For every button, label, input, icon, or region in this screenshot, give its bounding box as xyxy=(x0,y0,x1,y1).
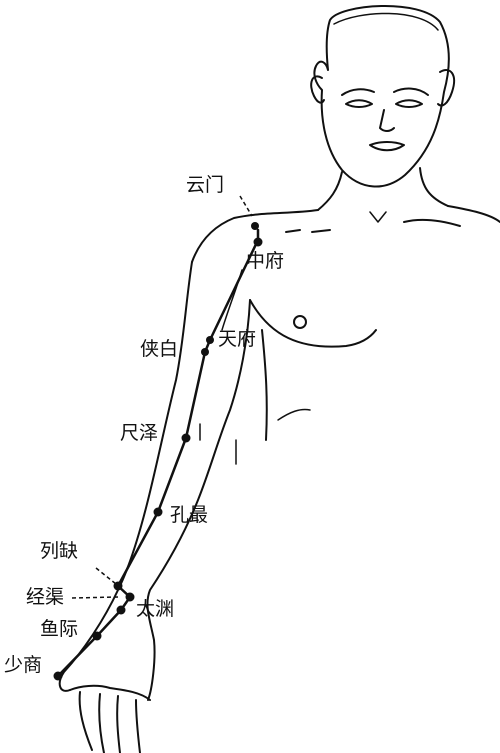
point-tianfu xyxy=(206,336,214,344)
neck-left xyxy=(317,171,343,211)
point-yuji xyxy=(92,631,102,641)
label-tianfu: 天府 xyxy=(218,328,257,350)
label-shaoshang: 少商 xyxy=(4,654,43,676)
head-outline xyxy=(313,5,450,188)
shoulder-right xyxy=(447,205,500,223)
leader-jingqu xyxy=(71,596,119,599)
arm-outer xyxy=(58,261,193,692)
torso-side xyxy=(261,329,268,441)
label-zhongfu: 中府 xyxy=(246,250,285,272)
eye-right xyxy=(395,99,423,108)
nipple-left xyxy=(293,315,307,329)
point-shaoshang xyxy=(53,671,63,681)
ear-left xyxy=(310,75,325,104)
label-taiyuan: 太渊 xyxy=(136,598,175,620)
clavicle-left xyxy=(285,229,331,233)
point-zhongfu xyxy=(253,237,263,247)
nose xyxy=(379,109,395,132)
arm-inner xyxy=(146,299,251,701)
clavicle-right xyxy=(403,218,461,227)
point-taiyuan xyxy=(116,605,126,615)
label-yuji: 鱼际 xyxy=(40,618,79,640)
point-jingqu xyxy=(125,592,135,602)
mouth xyxy=(369,141,405,152)
brow-left xyxy=(341,88,375,96)
neck-right xyxy=(419,167,449,207)
label-lieque: 列缺 xyxy=(40,540,79,562)
shoulder-left xyxy=(191,209,319,263)
ear-right xyxy=(437,69,456,107)
hand xyxy=(69,684,151,753)
label-xiabai: 侠白 xyxy=(140,338,179,360)
label-kongzui: 孔最 xyxy=(170,504,209,526)
point-lieque xyxy=(113,581,123,591)
brow-right xyxy=(393,87,429,96)
leader-yunmen xyxy=(239,195,253,217)
leader-lieque xyxy=(95,567,117,585)
label-jingqu: 经渠 xyxy=(26,586,65,608)
point-yunmen xyxy=(251,222,259,230)
label-chize: 尺泽 xyxy=(120,422,159,444)
eye-left xyxy=(345,99,373,108)
point-chize xyxy=(181,433,191,443)
point-xiabai xyxy=(201,348,209,356)
pectoral-left xyxy=(249,299,377,348)
point-kongzui xyxy=(153,507,163,517)
label-yunmen: 云门 xyxy=(186,174,225,196)
